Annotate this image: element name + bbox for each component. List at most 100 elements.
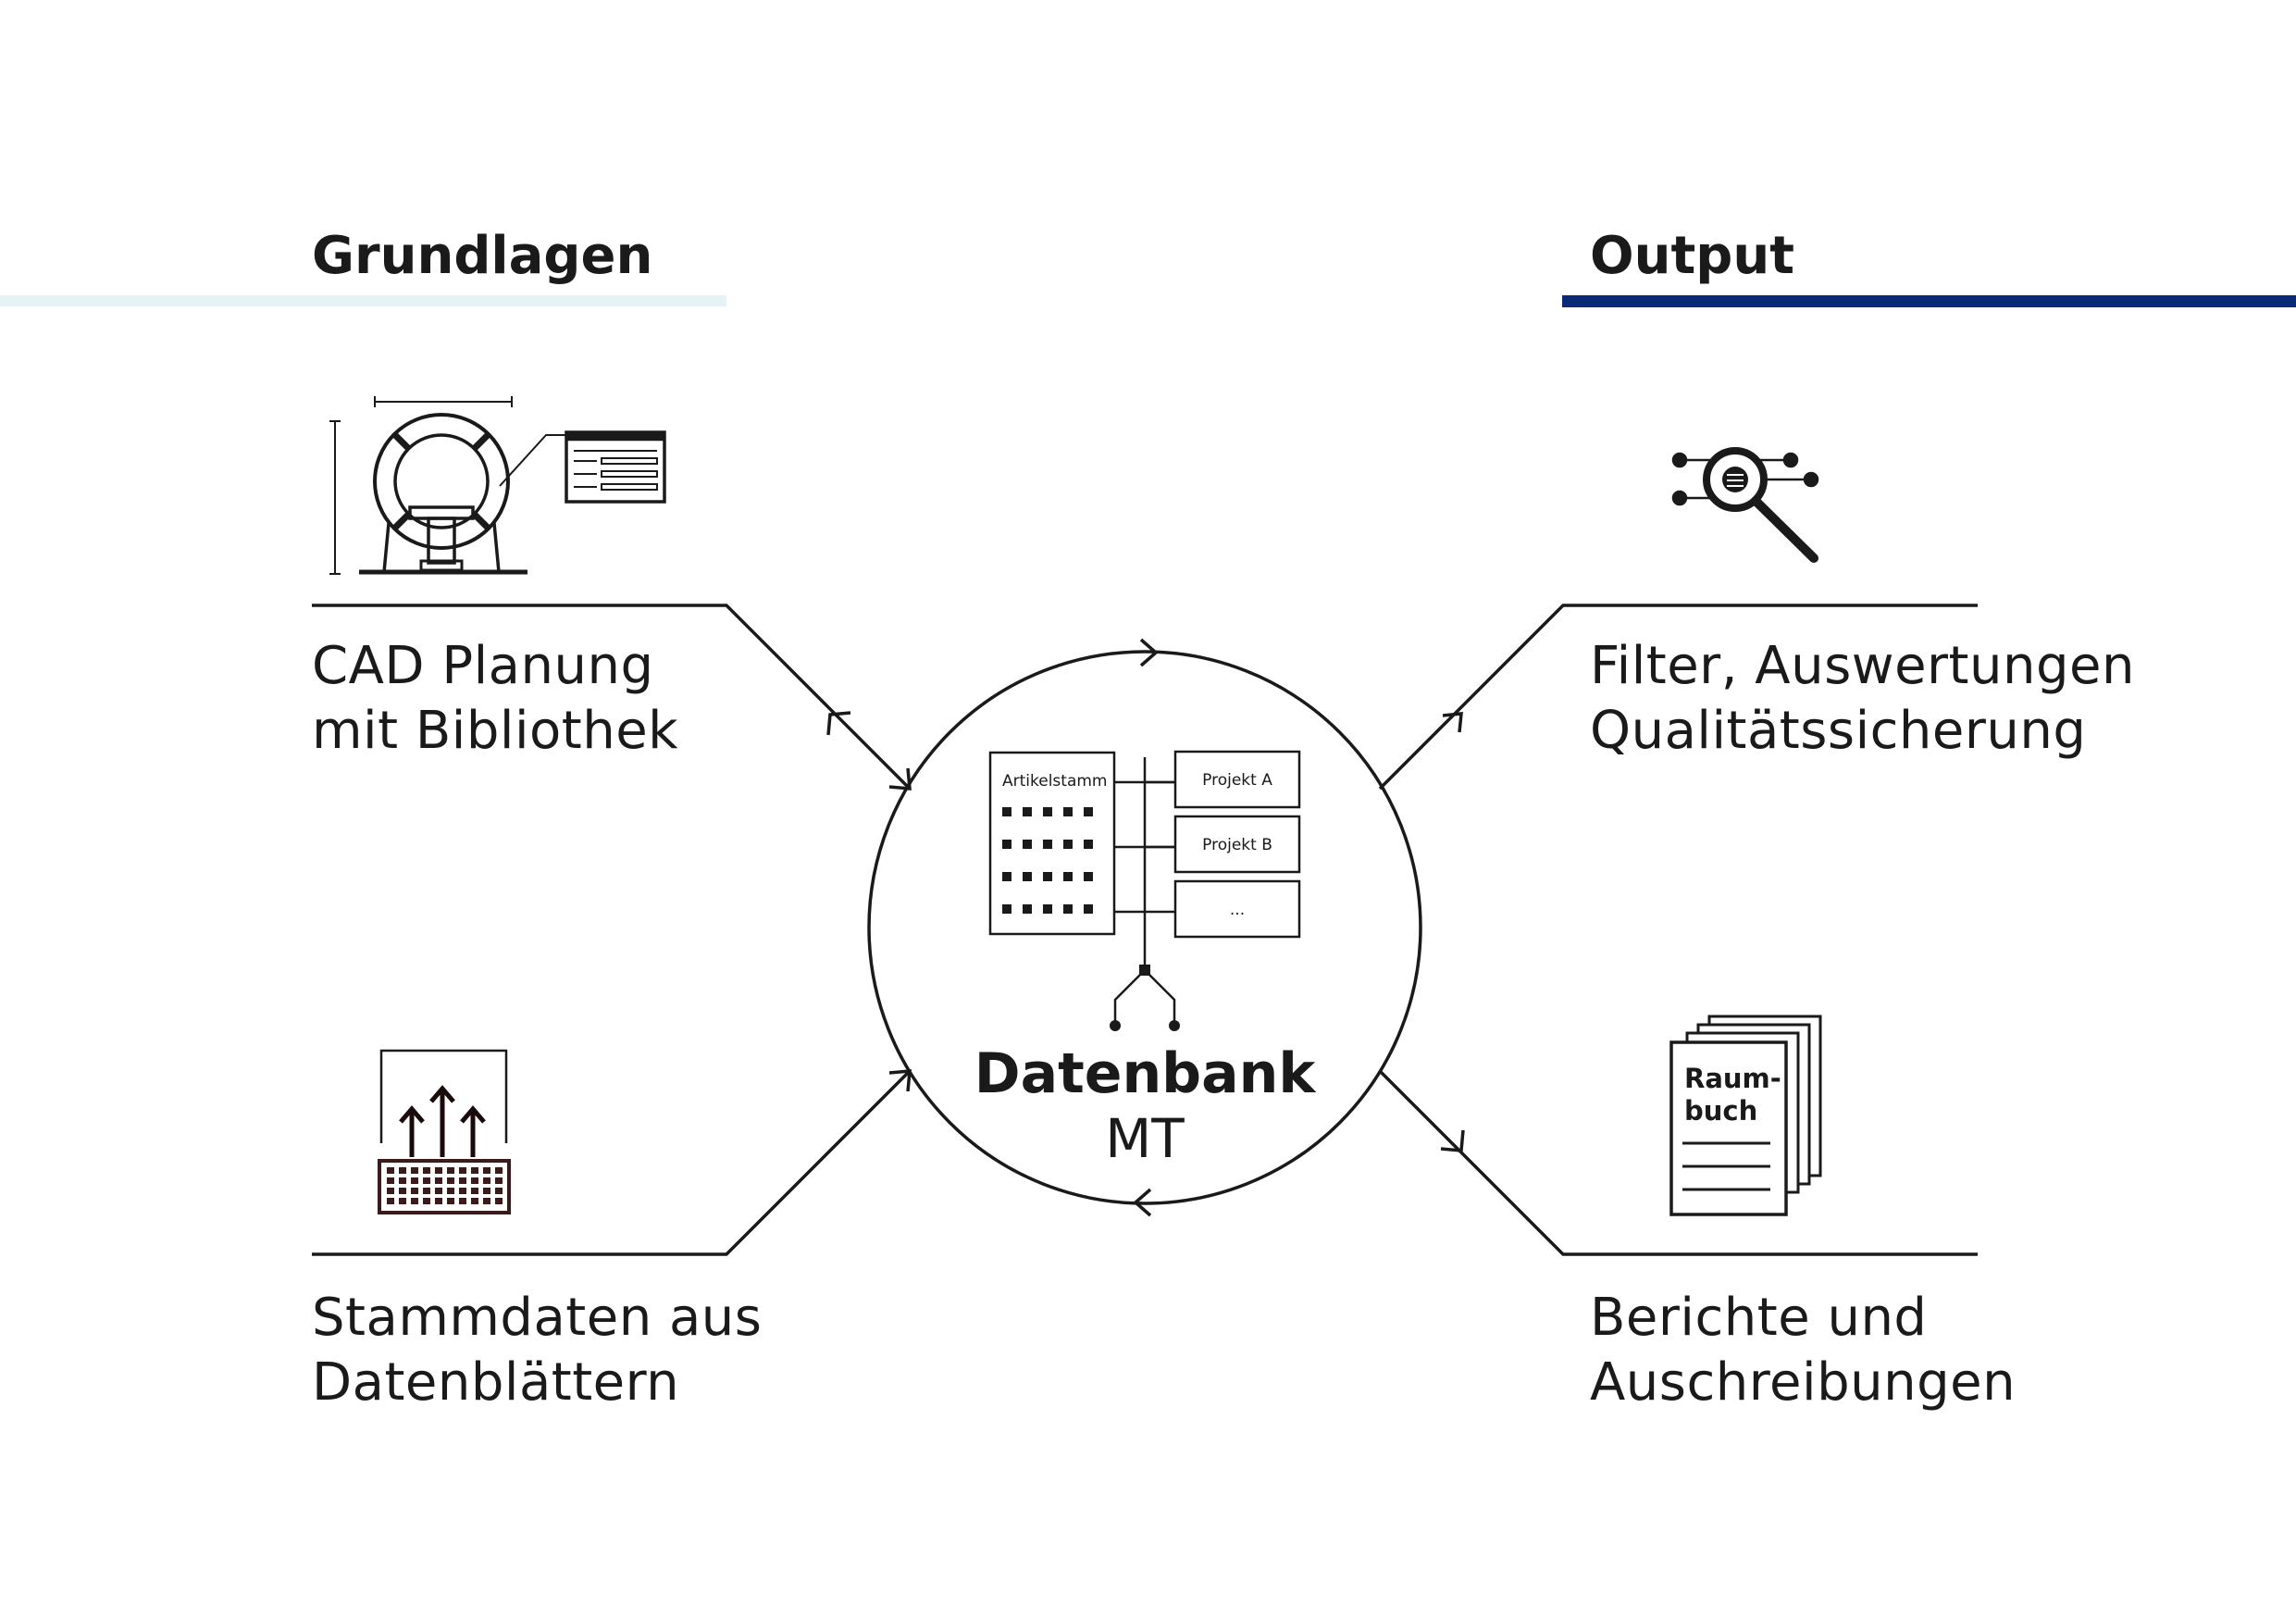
table-dot [1002, 807, 1011, 816]
keyboard-key [471, 1177, 478, 1184]
keyboard-key [459, 1167, 466, 1174]
table-dot [1023, 840, 1032, 849]
keyboard-key [423, 1198, 430, 1204]
project-box [1173, 815, 1301, 874]
cad-drawing-icon [329, 396, 666, 575]
document-title-line1: Raum- [1684, 1063, 1781, 1094]
circle-arrow-bottom [1133, 1188, 1152, 1217]
keyboard-key [387, 1177, 394, 1184]
table-dot [1043, 840, 1052, 849]
project-box [1173, 750, 1301, 809]
keyboard-key [471, 1198, 478, 1204]
keyboard-key [411, 1177, 418, 1184]
table-dot [1002, 840, 1011, 849]
left-heading-bar [0, 295, 726, 306]
filter-label-line1: Filter, Auswertungen [1590, 636, 2135, 696]
keyboard-key [447, 1177, 454, 1184]
keyboard-key [411, 1188, 418, 1194]
table-dot [1002, 904, 1011, 914]
keyboard-key [435, 1177, 442, 1184]
article-master-label: Artikelstamm [1002, 772, 1108, 791]
circle-arrow-top [1139, 638, 1159, 667]
table-dot [1043, 872, 1052, 881]
filter-label-line2: Qualitätssicherung [1590, 701, 2086, 761]
keyboard-key [435, 1198, 442, 1204]
reports-label-line2: Auschreibungen [1590, 1352, 2016, 1413]
table-dot [1063, 840, 1073, 849]
keyboard-key [471, 1167, 478, 1174]
table-dot [1084, 840, 1093, 849]
keyboard-key [435, 1167, 442, 1174]
cad-label-line1: CAD Planung [312, 636, 654, 696]
keyboard-key [399, 1188, 406, 1194]
keyboard-key [459, 1177, 466, 1184]
table-dot [1063, 872, 1073, 881]
keyboard-key [459, 1198, 466, 1204]
keyboard-key [483, 1198, 490, 1204]
article-master-table: Artikelstamm [988, 751, 1116, 936]
keyboard-key [411, 1198, 418, 1204]
keyboard-key [495, 1177, 503, 1184]
keyboard-key [483, 1188, 490, 1194]
project-list: Projekt A Projekt B ... [1173, 750, 1301, 939]
project-label: ... [1230, 901, 1245, 919]
table-dot [1023, 904, 1032, 914]
keyboard-key [399, 1167, 406, 1174]
keyboard-upload-icon [378, 1049, 511, 1214]
reports-connector-line [1378, 1069, 1978, 1256]
table-dot [1023, 807, 1032, 816]
table-dot [1084, 872, 1093, 881]
keyboard-key [495, 1167, 503, 1174]
keyboard-key [435, 1188, 442, 1194]
table-dot [1043, 807, 1052, 816]
datasheet-connector-line [312, 1069, 912, 1256]
table-dot [1063, 904, 1073, 914]
keyboard-key [399, 1177, 406, 1184]
reports-label-line1: Berichte und [1590, 1288, 1927, 1348]
keyboard-key [387, 1167, 394, 1174]
datasheet-label-line1: Stammdaten aus [312, 1288, 762, 1348]
filter-label: Filter, Auswertungen Qualitätssicherung [1590, 636, 2152, 761]
project-box [1173, 879, 1301, 939]
table-dot [1084, 904, 1093, 914]
keyboard-key [423, 1188, 430, 1194]
filter-connector-line [1378, 604, 1978, 791]
document-stack-icon: Raum- buch [1669, 1015, 1822, 1216]
keyboard-key [399, 1198, 406, 1204]
table-dot [1002, 872, 1011, 881]
keyboard-key [423, 1167, 430, 1174]
keyboard-key [387, 1188, 394, 1194]
table-dot [1023, 872, 1032, 881]
keyboard-key [471, 1188, 478, 1194]
database-title: Datenbank [974, 1041, 1318, 1106]
reports-label: Berichte und Auschreibungen [1590, 1288, 2016, 1413]
database-subtitle: MT [1105, 1107, 1185, 1170]
right-heading-bar [1562, 295, 2296, 307]
cad-label-line2: mit Bibliothek [312, 701, 678, 761]
database-circle [867, 650, 1422, 1205]
database-bus [1110, 757, 1180, 1031]
cad-connector-line [312, 604, 912, 791]
cad-label: CAD Planung mit Bibliothek [312, 636, 678, 761]
table-dot [1084, 807, 1093, 816]
reports-arrowhead [1440, 1129, 1465, 1152]
keyboard-key [411, 1167, 418, 1174]
project-label: Projekt A [1202, 771, 1272, 790]
keyboard-key [387, 1198, 394, 1204]
cad-mid-marker [826, 711, 851, 736]
keyboard-key [459, 1188, 466, 1194]
keyboard-key [447, 1167, 454, 1174]
datasheet-label: Stammdaten aus Datenblättern [312, 1288, 779, 1413]
keyboard-key [447, 1198, 454, 1204]
keyboard-key [495, 1198, 503, 1204]
document-title-line2: buch [1684, 1095, 1757, 1127]
table-dot [1063, 807, 1073, 816]
filter-arrowhead [1442, 712, 1463, 733]
left-heading: Grundlagen [312, 226, 652, 286]
keyboard-key [495, 1188, 503, 1194]
keyboard-key [483, 1177, 490, 1184]
project-label: Projekt B [1202, 836, 1272, 854]
magnifier-network-icon [1671, 447, 1819, 563]
datasheet-label-line2: Datenblättern [312, 1352, 679, 1413]
